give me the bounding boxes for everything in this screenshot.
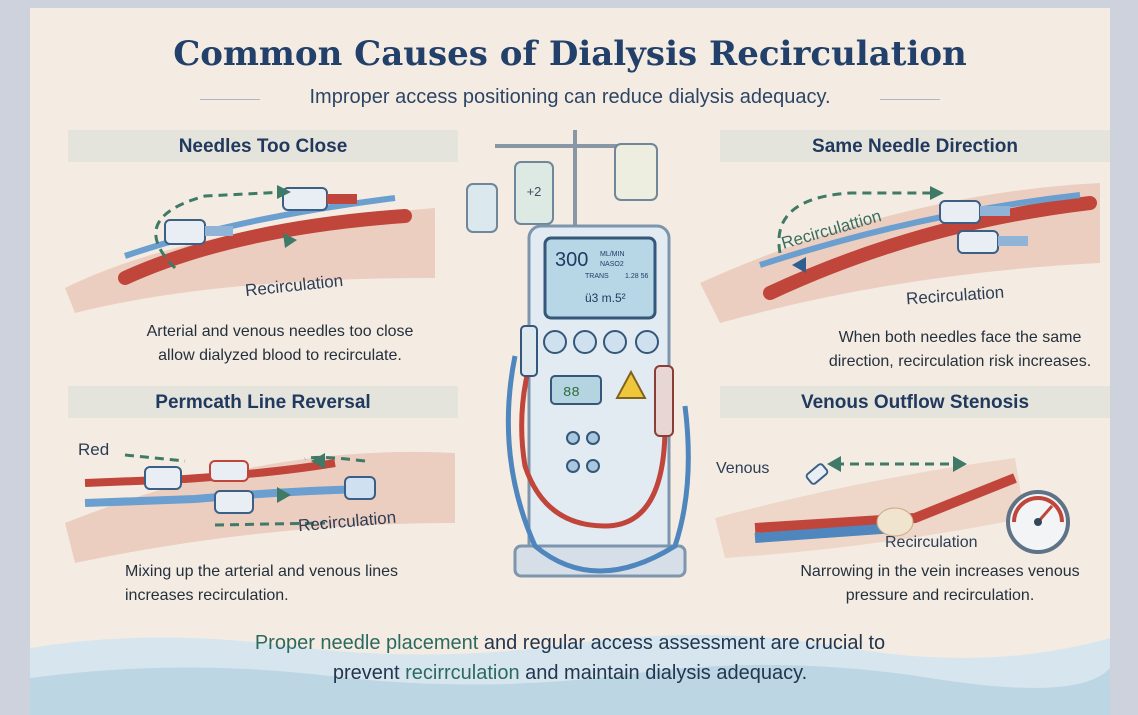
- arrow-head-icon: [792, 257, 806, 273]
- desc-stenosis: Narrowing in the vein increases venous p…: [760, 560, 1110, 608]
- needle-icon: [164, 219, 233, 245]
- heading-same-direction: Same Needle Direction: [812, 136, 1018, 157]
- illustration-same-direction: [700, 183, 1100, 323]
- heading-ribbon-stenosis: Venous Outflow Stenosis: [720, 386, 1110, 418]
- venous-tubing: [505, 355, 691, 574]
- bag-label: +2: [527, 184, 542, 199]
- arterial-tubing: [519, 345, 668, 529]
- desc-line-2: allow dialyzed blood to recirculate.: [158, 347, 402, 364]
- screen-row: ü3 m.5²: [585, 291, 626, 305]
- desc-permcath: Mixing up the arterial and venous lines …: [125, 560, 465, 608]
- illustration-needles-too-close: [65, 185, 435, 313]
- connector-icon: [144, 460, 376, 514]
- arrow-head-icon: [277, 185, 291, 199]
- arrow-head-icon: [283, 233, 297, 248]
- screen-sub-1: TRANS: [585, 273, 609, 280]
- dialysis-machine-illustration: +2 300 ML/MIN NASO2 TRANS 1.28 56 ü3 m.5…: [466, 130, 691, 578]
- arrow-head-icon: [827, 456, 841, 472]
- poster-title: Common Causes of Dialysis Recirculation: [173, 34, 967, 74]
- warning-icon: [615, 369, 647, 399]
- label-recirculation: Recirculation: [885, 534, 978, 551]
- control-button-icon: [566, 431, 600, 473]
- desc-line-2: pressure and recirculation.: [845, 587, 1035, 604]
- needle-icon: [282, 187, 357, 211]
- desc-line-2: increases recirculation.: [125, 587, 289, 604]
- infographic-poster: Common Causes of Dialysis Recirculation …: [30, 8, 1110, 715]
- control-knob-icon: [543, 330, 659, 354]
- screen-sub-2: 1.28 56: [625, 273, 648, 280]
- desc-line-1: Narrowing in the vein increases venous: [800, 563, 1080, 580]
- footer-line-2: prevent recirrculation and maintain dial…: [30, 658, 1110, 688]
- illustration-stenosis: [715, 456, 1025, 558]
- footer-highlight-2: recirrculation: [405, 662, 520, 684]
- heading-stenosis: Venous Outflow Stenosis: [800, 392, 1030, 413]
- desc-line-1: Arterial and venous needles too close: [146, 323, 414, 340]
- subtitle-rule-left: [200, 99, 260, 100]
- poster-subtitle: Improper access positioning can reduce d…: [309, 86, 831, 108]
- needle-icon: [939, 200, 1010, 224]
- screen-unit-2: NASO2: [600, 261, 624, 268]
- screen-value: 300: [555, 249, 588, 271]
- heading-ribbon-needles-too-close: Needles Too Close: [68, 130, 458, 162]
- heading-ribbon-permcath: Permcath Line Reversal: [68, 386, 458, 418]
- dialyzer-filter: [520, 325, 538, 377]
- lcd-digits: 88: [563, 385, 580, 401]
- blood-pump: [654, 365, 674, 437]
- arrow-head-icon: [277, 487, 291, 503]
- label-venous: Venous: [716, 460, 770, 477]
- footer-text-2b: and maintain dialysis adequacy.: [519, 662, 808, 684]
- footer-message: Proper needle placement and regular acce…: [30, 628, 1110, 688]
- arrow-head-icon: [311, 453, 325, 469]
- desc-same-direction: When both needles face the same directio…: [770, 326, 1110, 374]
- desc-line-2: direction, recirculation risk increases.: [828, 353, 1092, 370]
- illustration-permcath: [65, 451, 455, 563]
- label-red: Red: [78, 440, 110, 459]
- desc-line-1: When both needles face the same: [838, 329, 1082, 346]
- footer-text-2a: prevent: [332, 662, 406, 684]
- desc-needles-too-close: Arterial and venous needles too close al…: [110, 320, 450, 368]
- footer-text-1: and regular access assessment are crucia…: [478, 632, 886, 654]
- pressure-gauge-icon: [1006, 490, 1070, 554]
- screen-unit-1: ML/MIN: [600, 251, 625, 258]
- subtitle-rule-right: [880, 99, 940, 100]
- footer-highlight-1: Proper needle placement: [254, 632, 479, 654]
- heading-ribbon-same-direction: Same Needle Direction: [720, 130, 1110, 162]
- syringe-icon: [805, 463, 829, 485]
- heading-needles-too-close: Needles Too Close: [178, 136, 348, 157]
- arrow-head-icon: [953, 456, 967, 472]
- desc-line-1: Mixing up the arterial and venous lines: [125, 563, 399, 580]
- heading-permcath: Permcath Line Reversal: [155, 392, 371, 413]
- iv-bag-icon: [466, 143, 658, 233]
- footer-line-1: Proper needle placement and regular acce…: [30, 628, 1110, 658]
- needle-icon: [957, 230, 1028, 254]
- water-background: [30, 634, 1110, 715]
- arrow-head-icon: [930, 186, 944, 200]
